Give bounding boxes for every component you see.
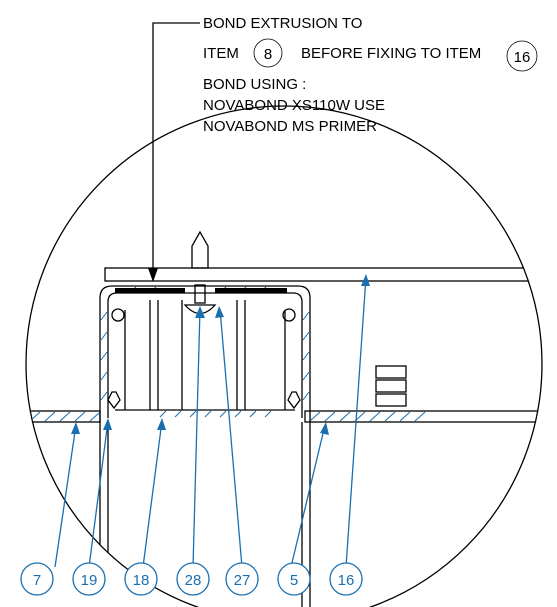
leader-arrow-5	[320, 422, 329, 435]
callout-leaders	[54, 274, 370, 568]
leader-19	[88, 420, 109, 568]
panel-item-16	[104, 267, 542, 282]
side-block-1	[375, 365, 407, 379]
extrusion-hatch	[100, 286, 310, 401]
note-line-2-prefix: ITEM	[203, 45, 239, 62]
balloon-19-label: 19	[81, 572, 98, 589]
clip-left-item-19	[107, 391, 121, 410]
balloon-7: 7	[20, 562, 54, 596]
balloon-7-label: 7	[33, 572, 41, 589]
note-leader-line	[152, 22, 200, 280]
leader-arrow-18	[157, 418, 166, 430]
balloon-28: 28	[176, 562, 210, 596]
balloon-18-label: 18	[133, 572, 150, 589]
leader-arrow-7	[71, 422, 80, 434]
balloon-27-label: 27	[234, 572, 251, 589]
bond-note: BOND EXTRUSION TO ITEM 8 BEFORE FIXING T…	[148, 15, 538, 282]
clip-right	[287, 391, 301, 410]
balloon-5-label: 5	[290, 572, 298, 589]
leader-arrow-19	[103, 418, 112, 430]
balloon-19: 19	[72, 562, 106, 596]
callout-balloons: 7 19 18 28 27 5 16	[20, 562, 363, 596]
note-line-3: BOND USING :	[203, 76, 306, 93]
balloon-28-label: 28	[185, 572, 202, 589]
note-line-5: NOVABOND MS PRIMER	[203, 118, 377, 135]
note-line-4: NOVABOND XS110W USE	[203, 97, 385, 114]
side-block-3	[375, 393, 407, 407]
base-plate-right-hatch	[309, 411, 426, 422]
right-bead	[282, 308, 296, 322]
note-item-balloon-a	[253, 38, 283, 68]
leader-27	[219, 308, 243, 568]
web-base-hatch	[159, 410, 272, 418]
leader-7	[54, 424, 77, 568]
leader-5	[290, 424, 326, 568]
bolt-shank	[194, 284, 206, 304]
note-line-2-middle: BEFORE FIXING TO ITEM	[301, 45, 481, 62]
balloon-16: 16	[329, 562, 363, 596]
left-bead	[111, 308, 125, 322]
fixing-pin	[191, 230, 209, 269]
balloon-18: 18	[124, 562, 158, 596]
extrusion-inner	[107, 292, 303, 418]
leader-arrow-28	[195, 306, 205, 318]
detail-geometry	[26, 230, 542, 607]
extrusion-outer	[99, 285, 311, 422]
note-item-balloon-b-label: 16	[514, 49, 531, 66]
base-plate-left-hatch	[29, 411, 100, 422]
balloon-16-label: 16	[338, 572, 355, 589]
leader-16	[345, 276, 367, 568]
bond-tape-left	[115, 288, 185, 293]
note-item-balloon-b	[506, 40, 538, 72]
note-leader-arrow	[148, 268, 158, 282]
base-plate-right	[304, 410, 542, 423]
note-line-1: BOND EXTRUSION TO	[203, 15, 362, 32]
leader-arrow-16	[361, 274, 370, 286]
leader-arrow-27	[215, 306, 224, 318]
balloon-5: 5	[277, 562, 311, 596]
note-item-balloon-a-label: 8	[264, 46, 272, 63]
bond-tape-right	[215, 288, 287, 293]
side-block-2	[375, 379, 407, 393]
balloon-27: 27	[225, 562, 259, 596]
leader-18	[142, 420, 163, 568]
leader-28	[192, 308, 201, 568]
detail-circle	[25, 105, 543, 607]
